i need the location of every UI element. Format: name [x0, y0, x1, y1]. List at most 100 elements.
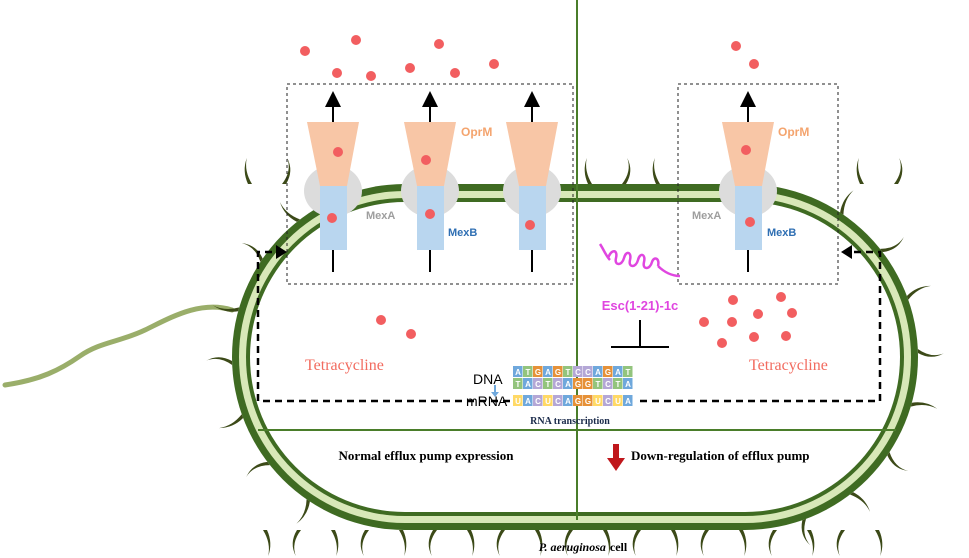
drug-dot: [753, 309, 763, 319]
drug-dot: [745, 217, 755, 227]
oprm-shape: [404, 122, 456, 186]
pilus: [700, 530, 709, 556]
nucleotide-block: [603, 366, 613, 377]
pilus: [894, 158, 903, 184]
nucleotide-letter: U: [545, 397, 551, 406]
pilus: [467, 530, 475, 556]
pilus: [282, 158, 291, 184]
pilus: [263, 530, 271, 556]
nucleotide-block: [593, 395, 603, 406]
oprm-label-right: OprM: [778, 125, 809, 139]
nucleotide-block: [543, 395, 553, 406]
normal-expression-caption: Normal efflux pump expression: [339, 448, 515, 463]
pilus: [564, 530, 573, 556]
nucleotide-block: [513, 366, 523, 377]
drug-dot: [425, 209, 435, 219]
extracellular-tetracycline: [300, 35, 759, 81]
nucleotide-letter: T: [566, 368, 571, 377]
nucleotide-letter: A: [595, 368, 601, 377]
nucleotide-block: [573, 395, 583, 406]
feedback-arrow-left: [256, 245, 510, 403]
pump-box-left: [286, 83, 574, 285]
nucleotide-block: [563, 378, 573, 389]
drug-dot: [749, 59, 759, 69]
nucleotide-block: [543, 366, 553, 377]
pilus: [652, 158, 660, 184]
pilus: [906, 285, 931, 300]
mexb-shape: [519, 186, 546, 250]
nucleotide-letter: A: [525, 397, 531, 406]
nucleotide-block: [603, 395, 613, 406]
pilus: [331, 530, 339, 556]
pilus: [603, 530, 611, 556]
pilus: [849, 492, 871, 512]
nucleotide-letter: T: [526, 368, 531, 377]
rna-transcription-label: RNA transcription: [530, 416, 610, 427]
pilus: [836, 530, 845, 556]
nucleotide-letter: T: [626, 368, 631, 377]
oprm-label-left: OprM: [461, 125, 492, 139]
nucleotide-letter: C: [585, 368, 591, 377]
pilus: [296, 499, 310, 524]
nucleotide-block: [533, 378, 543, 389]
pump-box-right: [677, 83, 839, 285]
pilus: [399, 530, 407, 556]
pilus: [212, 305, 240, 312]
drug-dot: [450, 68, 460, 78]
nucleotide-letter: A: [615, 368, 621, 377]
nucleotide-letter: A: [525, 380, 531, 389]
nucleotide-letter: C: [535, 397, 541, 406]
arrow-down-icon: [607, 444, 625, 471]
arrowhead-icon: [841, 245, 852, 259]
pili: [206, 158, 944, 556]
nucleotide-block: [553, 366, 563, 377]
pilus: [279, 202, 301, 222]
pilus: [622, 158, 631, 184]
pilus: [219, 414, 244, 429]
efflux-pump: [304, 91, 362, 272]
nucleotide-letter: A: [565, 397, 571, 406]
nucleotide-letter: U: [595, 397, 601, 406]
drug-dot: [376, 315, 386, 325]
drug-dot: [421, 155, 431, 165]
mexb-label-right: MexB: [767, 227, 796, 239]
nucleotide-block: [513, 395, 523, 406]
pilus: [807, 530, 815, 556]
nucleotide-letter: T: [546, 380, 551, 389]
nucleotide-block: [563, 395, 573, 406]
nucleotide-letter: U: [615, 397, 621, 406]
helix-icon: [598, 243, 681, 278]
nucleotide-letter: A: [625, 397, 631, 406]
nucleotide-letter: C: [605, 397, 611, 406]
pilus: [875, 530, 883, 556]
down-regulation-caption: Down-regulation of efflux pump: [631, 448, 810, 463]
drug-dot: [728, 295, 738, 305]
pilus: [632, 530, 641, 556]
pilus: [292, 530, 301, 556]
feedback-arrow-right: [640, 245, 882, 403]
intracellular-tetracycline-right: [699, 292, 797, 348]
pilus: [206, 357, 233, 366]
nucleotide-letter: C: [555, 397, 561, 406]
tetracycline-label-left: Tetracycline: [305, 357, 384, 374]
drug-dot: [776, 292, 786, 302]
efflux-pump: [503, 91, 561, 272]
drug-dot: [405, 63, 415, 73]
nucleotide-letter: T: [516, 380, 521, 389]
drug-dot: [781, 331, 791, 341]
nucleotide-block: [583, 395, 593, 406]
drug-dot: [749, 332, 759, 342]
nucleotide-block: [583, 378, 593, 389]
nucleotide-letter: G: [575, 380, 581, 389]
nucleotide-block: [623, 366, 633, 377]
t-bar-inhibition-icon: [611, 320, 669, 348]
nucleotide-block: [613, 378, 623, 389]
nucleotide-letter: G: [555, 368, 561, 377]
nucleotide-block: [573, 366, 583, 377]
nucleotide-letter: T: [596, 380, 601, 389]
nucleotide-block: [623, 378, 633, 389]
pilus: [887, 452, 909, 471]
